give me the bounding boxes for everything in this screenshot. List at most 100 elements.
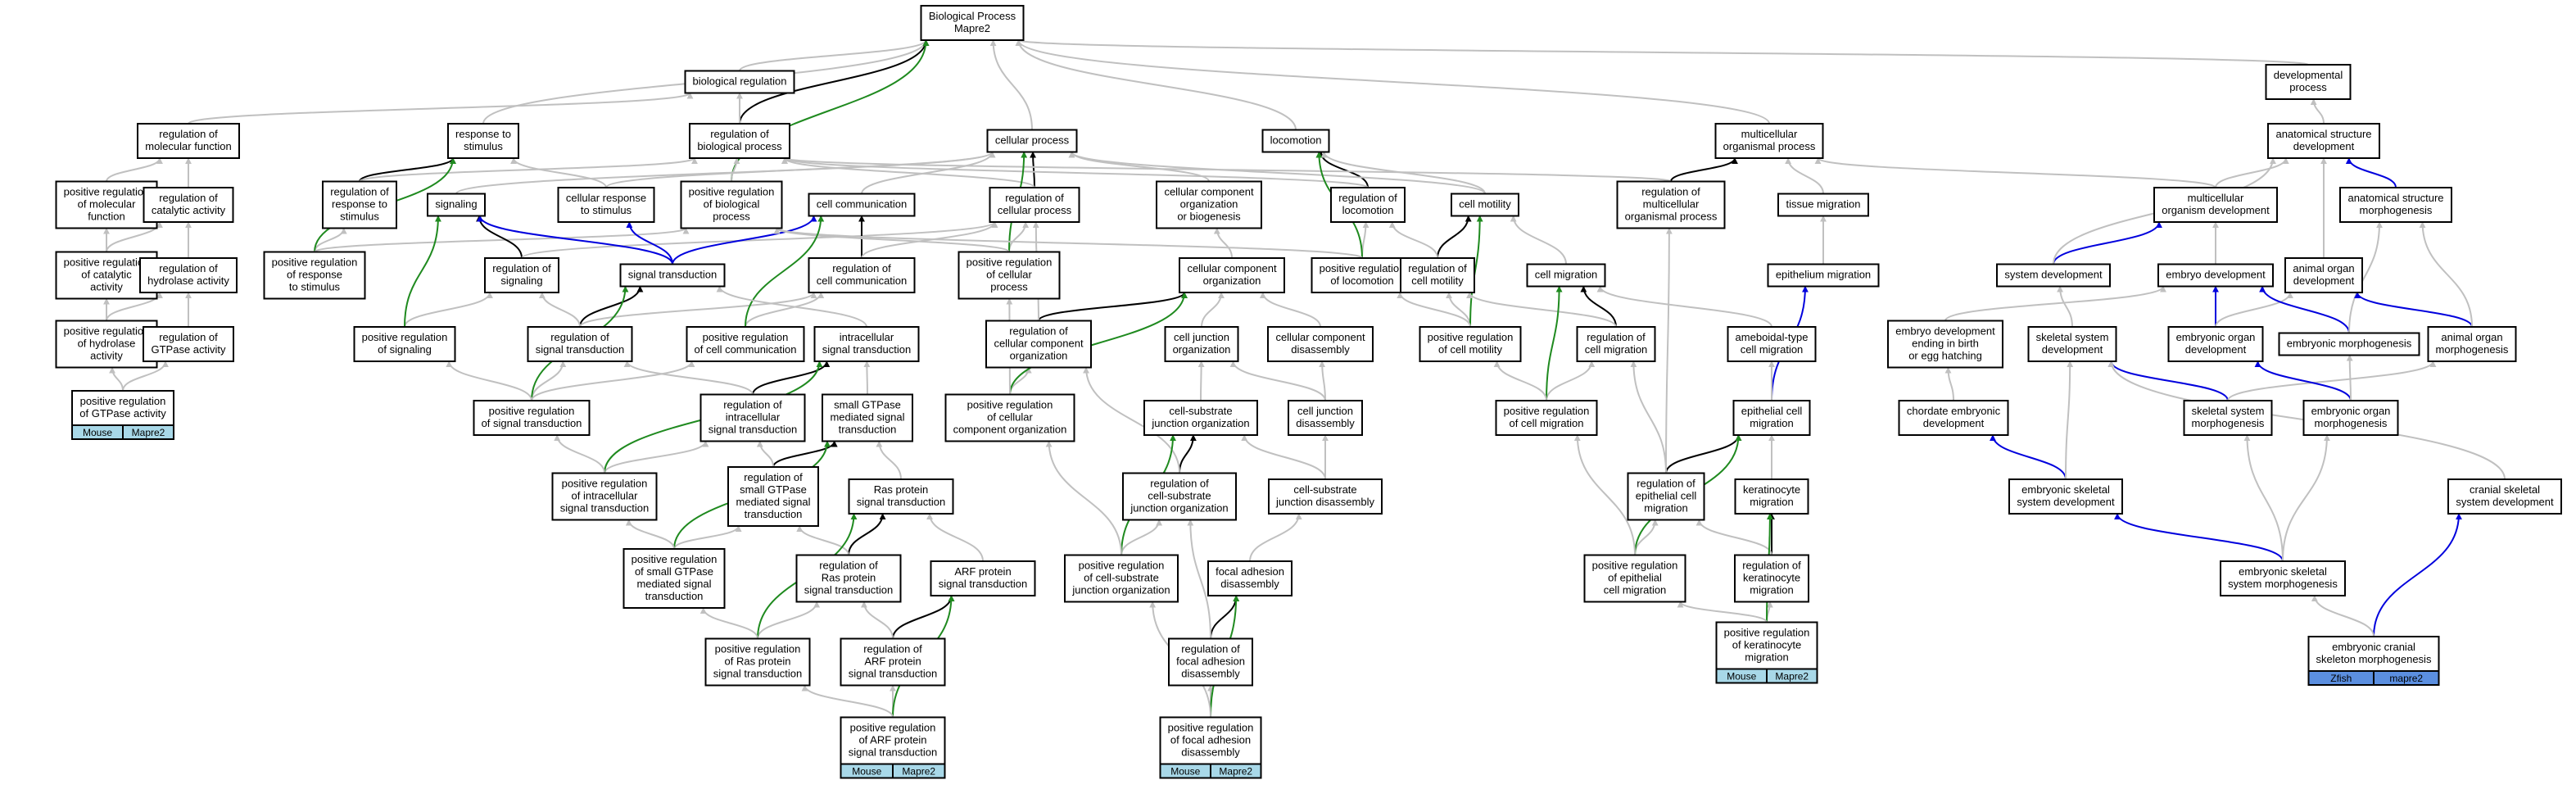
edge-path <box>1397 292 1471 328</box>
edge-path <box>1596 285 1772 328</box>
term-box <box>1400 257 1475 293</box>
annotation-tag-box <box>2373 670 2440 686</box>
term-label-line: transduction <box>839 424 897 436</box>
term-box <box>686 326 805 362</box>
edge-path <box>772 440 838 468</box>
edge-path <box>1944 285 2166 322</box>
term-box <box>2307 636 2440 672</box>
edge-path <box>1319 360 1326 401</box>
edge-path <box>1388 221 1438 259</box>
edge-path <box>796 525 849 555</box>
term-label-line: of cell-substrate <box>1084 572 1159 584</box>
edge-is-a <box>625 519 675 550</box>
edge-path <box>892 595 955 639</box>
term-label-line: of focal adhesion <box>1170 734 1251 746</box>
term-label-line: skeletal system <box>2036 331 2109 343</box>
edge-path <box>1259 292 1321 328</box>
edge-is-a <box>2310 98 2325 125</box>
go-term-cellcomm: cell communication <box>808 193 916 217</box>
term-box <box>2427 326 2517 362</box>
term-label-line: regulation of <box>159 331 218 343</box>
edge-path <box>1015 39 1297 130</box>
term-label: cell communication <box>817 198 908 211</box>
term-label-line: cell communication <box>817 274 908 287</box>
edge-is-a <box>188 92 694 125</box>
term-label-line: multicellular <box>2188 192 2244 204</box>
edge-is-a <box>673 525 742 550</box>
edge-part-of <box>2373 513 2462 637</box>
go-term-locom: locomotion <box>1261 129 1330 153</box>
term-label-line: locomotion <box>1342 204 1394 216</box>
edge-is-a <box>531 360 695 401</box>
term-label-line: organization <box>1173 343 1231 356</box>
annotation-tag: Mouse <box>71 424 124 440</box>
term-box <box>689 123 790 159</box>
term-label-line: of Ras protein <box>725 655 791 668</box>
annotation-tag: Mouse <box>840 763 894 779</box>
go-term-tissmig: tissue migration <box>1777 193 1869 217</box>
term-label-line: embryo development <box>1895 325 1995 338</box>
edge-path <box>2419 221 2473 328</box>
term-label-line: migration <box>1644 502 1687 515</box>
edge-is-a <box>1814 157 2216 188</box>
term-label-line: positive regulation <box>1724 627 1810 639</box>
edge-is-a <box>2346 354 2353 401</box>
term-label-line: animal organ <box>2441 331 2502 343</box>
annotation-tag: mapre2 <box>2373 670 2440 686</box>
edge-path <box>625 519 675 550</box>
edge-path <box>2215 292 2293 328</box>
term-label: locomotion <box>1270 134 1322 147</box>
term-box <box>727 466 819 527</box>
term-label-line: cell communication <box>817 198 908 211</box>
term-label-line: positive regulation <box>562 478 648 490</box>
term-label-line: of keratinocyte <box>1732 639 1802 651</box>
edge-path <box>773 227 1363 259</box>
term-label: system development <box>2004 269 2103 281</box>
edge-regulates <box>1580 285 1617 328</box>
edge-is-a <box>604 440 709 474</box>
term-label-line: chordate embryonic <box>1907 405 2001 417</box>
edge-path <box>1989 434 2067 480</box>
edge-path <box>2311 595 2375 637</box>
term-box <box>2220 560 2346 596</box>
term-box <box>1887 320 2003 369</box>
term-label: tissue migration <box>1786 198 1860 211</box>
term-label: epithelium migration <box>1776 269 1871 281</box>
term-box <box>473 400 591 436</box>
term-box <box>1996 263 2111 288</box>
edge-is-a <box>699 607 758 639</box>
annotation-tag-box <box>892 763 946 779</box>
edge-path <box>1201 292 1225 328</box>
term-box <box>353 326 456 362</box>
edge-part-of <box>2354 292 2473 328</box>
term-label: biological regulation <box>693 75 787 88</box>
term-label: embryonic morphogenesis <box>2287 338 2412 350</box>
edge-positively-regulates <box>1009 292 1188 395</box>
term-label-line: intracellular <box>726 411 781 424</box>
edge-path <box>739 39 930 125</box>
edge-is-a <box>745 292 825 328</box>
term-label-line: positive regulation <box>1320 262 1406 274</box>
edge-path <box>1249 513 1302 562</box>
term-label-line: migration <box>1750 417 1793 429</box>
term-label-line: morphogenesis <box>2360 204 2433 216</box>
term-label-line: disassembly <box>1291 343 1350 356</box>
edge-path <box>756 440 774 468</box>
